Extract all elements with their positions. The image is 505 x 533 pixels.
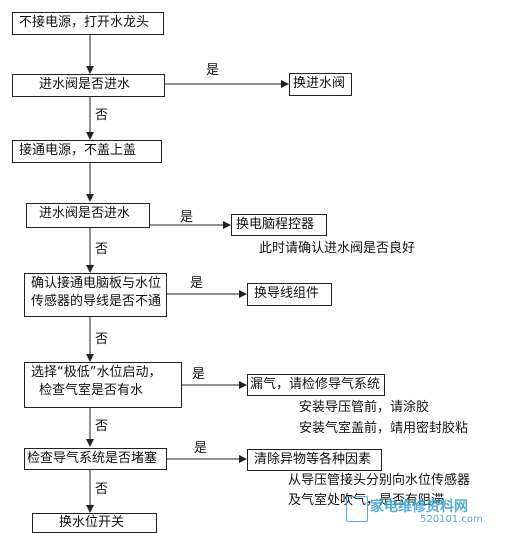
- action-1: 换进水阀: [289, 73, 352, 96]
- step-8: 换水位开关: [32, 513, 157, 533]
- no-label-1: 否: [95, 108, 109, 123]
- note-5-line-2: 及气室处吹气，是否有阻滞: [288, 493, 445, 508]
- step-8-label: 换水位开关: [59, 515, 125, 530]
- step-6: 选择“极低”水位启动， 检查气室是否有水: [24, 362, 182, 408]
- step-4-label: 进水阀是否进水: [39, 206, 131, 221]
- step-1: 不接电源，打开水龙头: [12, 12, 164, 35]
- action-2: 换电脑程控器: [231, 214, 327, 236]
- step-2: 进水阀是否进水: [12, 74, 165, 97]
- yes-label-4: 是: [192, 367, 206, 382]
- step-3-label: 接通电源，不盖上盖: [19, 143, 137, 158]
- watermark-logo: [346, 496, 368, 522]
- note-4-line-2: 安装气室盖前，靖用密封胶粘: [299, 421, 469, 436]
- action-3-label: 换导线组件: [254, 286, 320, 301]
- yes-label-5: 是: [194, 441, 208, 456]
- note-4-line-1: 安装导压管前，请涂胶: [299, 400, 430, 415]
- step-6-line-2: 检查气室是否有水: [39, 383, 144, 398]
- no-label-5: 否: [95, 482, 109, 497]
- step-7: 检查导气系统是否堵塞: [24, 448, 167, 470]
- action-4-label: 漏气，请检修导气系统: [250, 377, 381, 392]
- yes-label-3: 是: [190, 276, 204, 291]
- note-2: 此时请确认进水阀是否良好: [259, 241, 416, 256]
- yes-label-1: 是: [206, 63, 220, 78]
- watermark-url: 520101.com: [420, 514, 483, 525]
- action-5-label: 清除异物等各种因素: [254, 452, 372, 467]
- step-5: 确认接通电脑板与水位 传感器的导线是否不通: [24, 273, 167, 317]
- step-7-label: 检查导气系统是否堵塞: [27, 451, 158, 466]
- step-5-line-1: 确认接通电脑板与水位: [31, 276, 162, 291]
- no-label-2: 否: [95, 242, 109, 257]
- action-5: 清除异物等各种因素: [247, 449, 382, 471]
- step-4: 进水阀是否进水: [26, 203, 150, 228]
- no-label-4: 否: [95, 419, 109, 434]
- action-1-label: 换进水阀: [293, 76, 346, 91]
- action-3: 换导线组件: [247, 283, 332, 306]
- action-4: 漏气，请检修导气系统: [247, 374, 385, 396]
- no-label-3: 否: [95, 332, 109, 347]
- step-2-label: 进水阀是否进水: [39, 77, 131, 92]
- watermark-text: 家电维修资料网: [370, 499, 468, 515]
- step-5-line-2: 传感器的导线是否不通: [31, 294, 162, 309]
- note-5-line-1: 从导压管接头分别向水位传感器: [288, 473, 471, 488]
- action-2-label: 换电脑程控器: [236, 217, 315, 232]
- yes-label-2: 是: [180, 210, 194, 225]
- step-6-line-1: 选择“极低”水位启动，: [31, 365, 162, 380]
- step-3: 接通电源，不盖上盖: [12, 140, 162, 163]
- step-1-label: 不接电源，打开水龙头: [19, 15, 150, 30]
